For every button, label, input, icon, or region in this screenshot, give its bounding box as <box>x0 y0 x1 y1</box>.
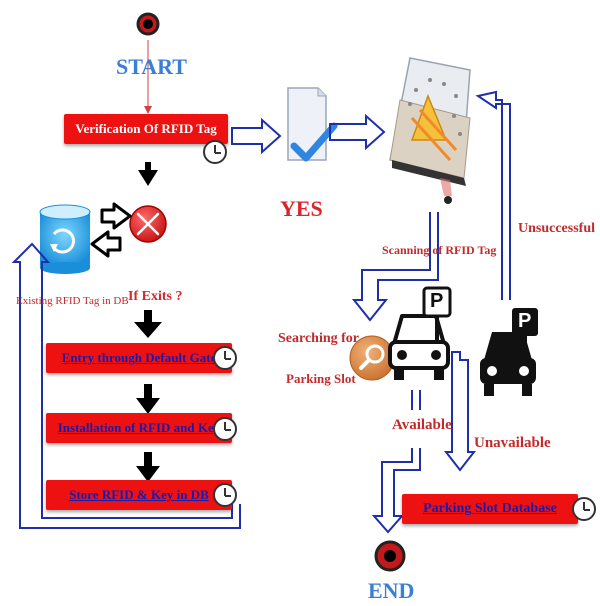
arrow-entry-to-install-stem <box>144 384 152 400</box>
if-exists-label: If Exits ? <box>128 289 183 304</box>
searching-label-line1: Searching for <box>278 331 360 346</box>
existing-tag-label: Existing RFID Tag in DB <box>16 295 129 307</box>
document-check-icon <box>287 87 338 162</box>
clock-icon <box>213 346 237 370</box>
start-label: START <box>116 54 187 79</box>
search-magnifier-icon <box>349 335 395 381</box>
searching-label-line2: Parking Slot <box>286 371 356 386</box>
end-node <box>374 540 406 572</box>
clock-icon <box>213 417 237 441</box>
scanning-label: Scanning of RFID Tag <box>382 243 497 257</box>
unavailable-label: Unavailable <box>474 435 551 451</box>
start-connector-head <box>144 106 152 114</box>
entry-step-label: Entry through Default Gate <box>61 350 217 365</box>
arrow-entry-to-install <box>136 398 160 414</box>
available-arrow <box>371 390 421 534</box>
entry-step: Entry through Default Gate <box>46 343 232 373</box>
arrow-install-to-store-stem <box>144 452 152 468</box>
parking-car-left-icon <box>388 286 452 380</box>
verification-step-label: Verification Of RFID Tag <box>75 121 217 136</box>
loop-back-arrow <box>11 242 241 529</box>
scan-down-arrow <box>351 212 439 322</box>
rfid-scanner-icon <box>389 57 471 204</box>
unsuccessful-label: Unsuccessful <box>518 221 596 236</box>
arrow-down-to-x <box>138 170 158 186</box>
clock-icon <box>572 497 596 521</box>
available-label: Available <box>392 417 452 433</box>
start-node <box>136 12 160 36</box>
clock-icon <box>213 483 237 507</box>
arrow-down-to-entry <box>134 322 162 338</box>
arrow-to-document <box>231 117 282 155</box>
arrow-to-scanner <box>329 113 386 151</box>
arrow-install-to-store <box>136 466 160 482</box>
unsuccessful-arrow <box>475 90 511 300</box>
yes-label: YES <box>280 196 323 221</box>
installation-step-label: Installation of RFID and Key <box>57 420 221 435</box>
parking-car-right-icon <box>480 308 538 396</box>
clock-icon <box>203 140 227 164</box>
rejection-node <box>129 205 167 243</box>
unavailable-arrow <box>443 351 477 472</box>
verification-step: Verification Of RFID Tag <box>64 114 228 144</box>
store-step: Store RFID & Key in DB <box>46 480 232 510</box>
parking-sign-right: P <box>518 310 532 332</box>
parking-db-step-label: Parking Slot Database <box>423 501 557 516</box>
parking-db-step: Parking Slot Database <box>402 494 578 524</box>
parking-sign-left: P <box>430 290 444 312</box>
database-icon <box>39 204 91 274</box>
end-label: END <box>368 578 415 603</box>
sync-arrows-icon <box>90 202 132 258</box>
installation-step: Installation of RFID and Key <box>46 413 232 443</box>
arrow-down-to-entry-stem <box>144 310 152 324</box>
arrow-down-to-x-stem <box>145 162 151 172</box>
store-step-label: Store RFID & Key in DB <box>69 487 209 502</box>
